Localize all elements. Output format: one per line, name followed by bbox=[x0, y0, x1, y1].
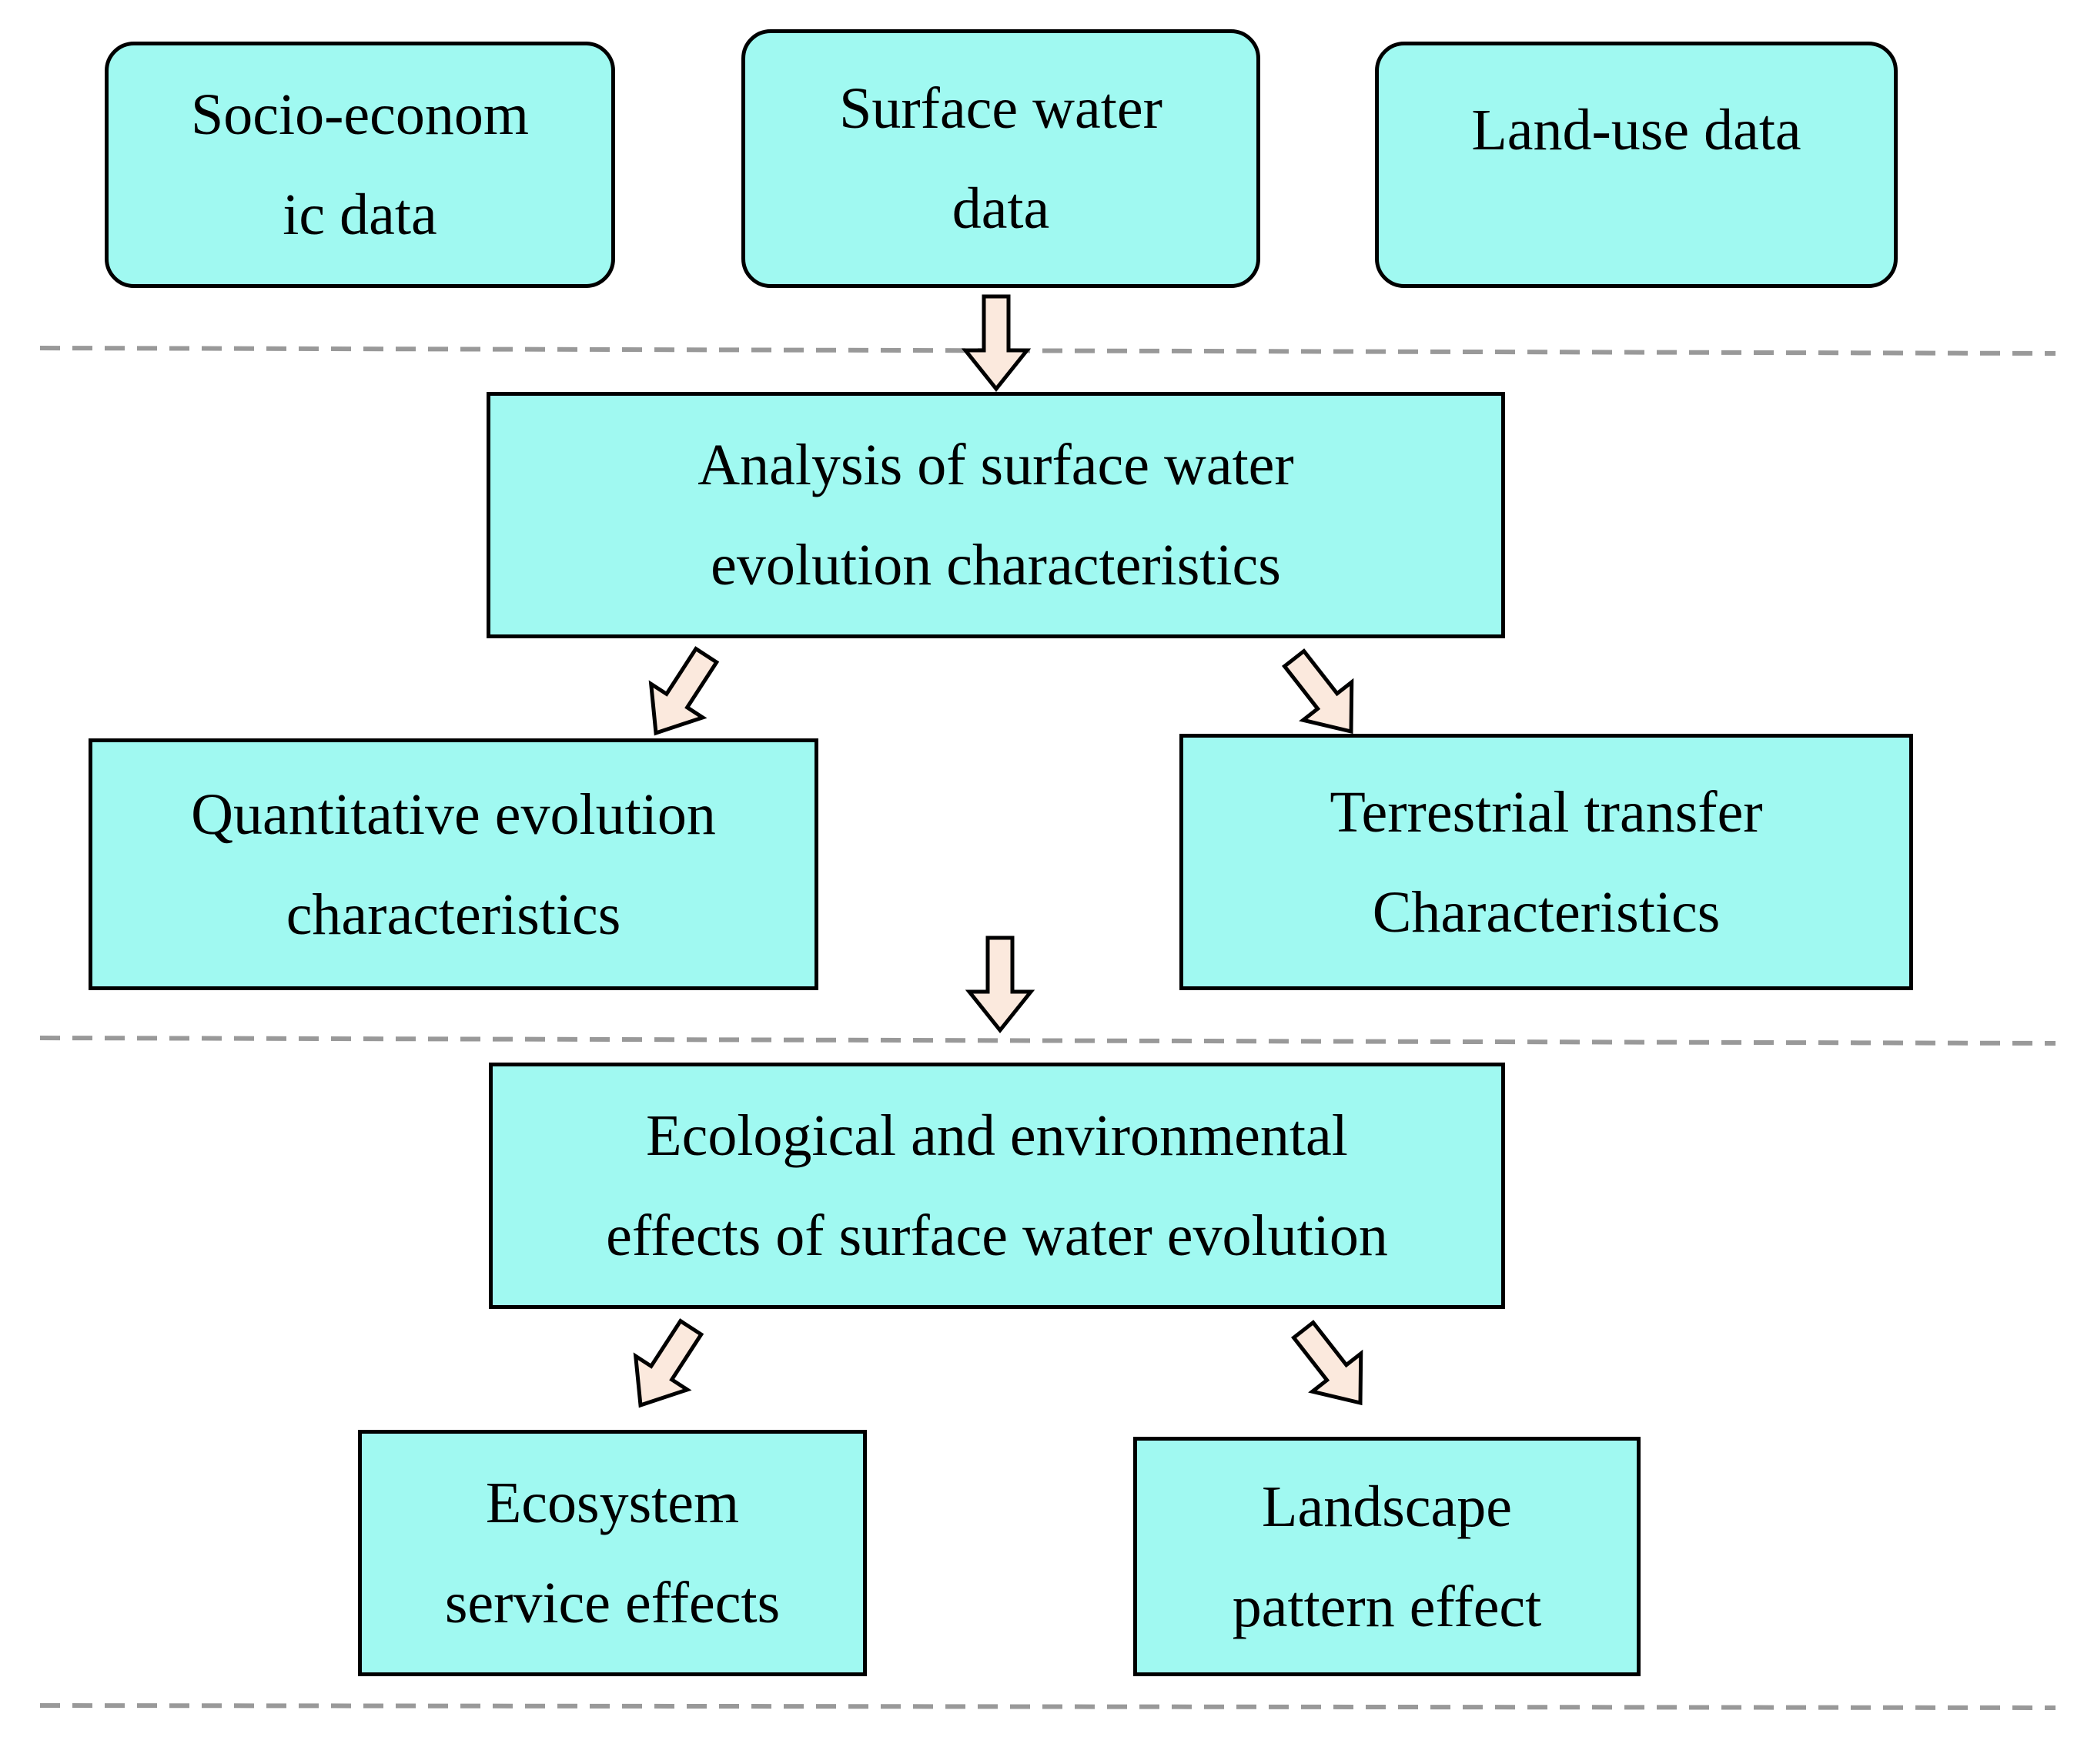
arrow-down-1 bbox=[965, 296, 1027, 389]
ecosystem-service-box: Ecosystem service effects bbox=[358, 1430, 867, 1676]
terrestrial-transfer-label: Terrestrial transfer Characteristics bbox=[1330, 779, 1763, 945]
ecological-effects-label: Ecological and environmental effects of … bbox=[606, 1103, 1388, 1268]
socio-economic-data-box: Socio-econom ic data bbox=[105, 42, 615, 288]
terrestrial-transfer-box: Terrestrial transfer Characteristics bbox=[1179, 734, 1913, 990]
arrow-down-left-2 bbox=[614, 1311, 716, 1422]
separator-line-3 bbox=[39, 1703, 2056, 1710]
land-use-data-label: Land-use data bbox=[1471, 98, 1801, 162]
landscape-pattern-label: Landscape pattern effect bbox=[1232, 1474, 1542, 1639]
arrow-down-left-1 bbox=[630, 639, 731, 750]
ecosystem-service-label: Ecosystem service effects bbox=[444, 1471, 781, 1635]
ecological-effects-box: Ecological and environmental effects of … bbox=[489, 1063, 1505, 1309]
separator-line-1 bbox=[39, 346, 2056, 356]
surface-water-data-label: Surface water data bbox=[839, 76, 1162, 241]
land-use-data-box: Land-use data bbox=[1375, 42, 1898, 288]
socio-economic-data-label: Socio-econom ic data bbox=[190, 82, 529, 247]
quantitative-evolution-box: Quantitative evolution characteristics bbox=[89, 738, 818, 990]
surface-water-data-box: Surface water data bbox=[741, 29, 1260, 288]
separator-line-2 bbox=[39, 1036, 2056, 1046]
analysis-box: Analysis of surface water evolution char… bbox=[487, 392, 1505, 638]
analysis-label: Analysis of surface water evolution char… bbox=[697, 433, 1294, 597]
quantitative-evolution-label: Quantitative evolution characteristics bbox=[191, 782, 716, 947]
arrow-down-right-1 bbox=[1270, 640, 1376, 751]
landscape-pattern-box: Landscape pattern effect bbox=[1133, 1437, 1641, 1676]
arrow-down-right-2 bbox=[1279, 1311, 1385, 1422]
arrow-down-2 bbox=[969, 938, 1031, 1030]
